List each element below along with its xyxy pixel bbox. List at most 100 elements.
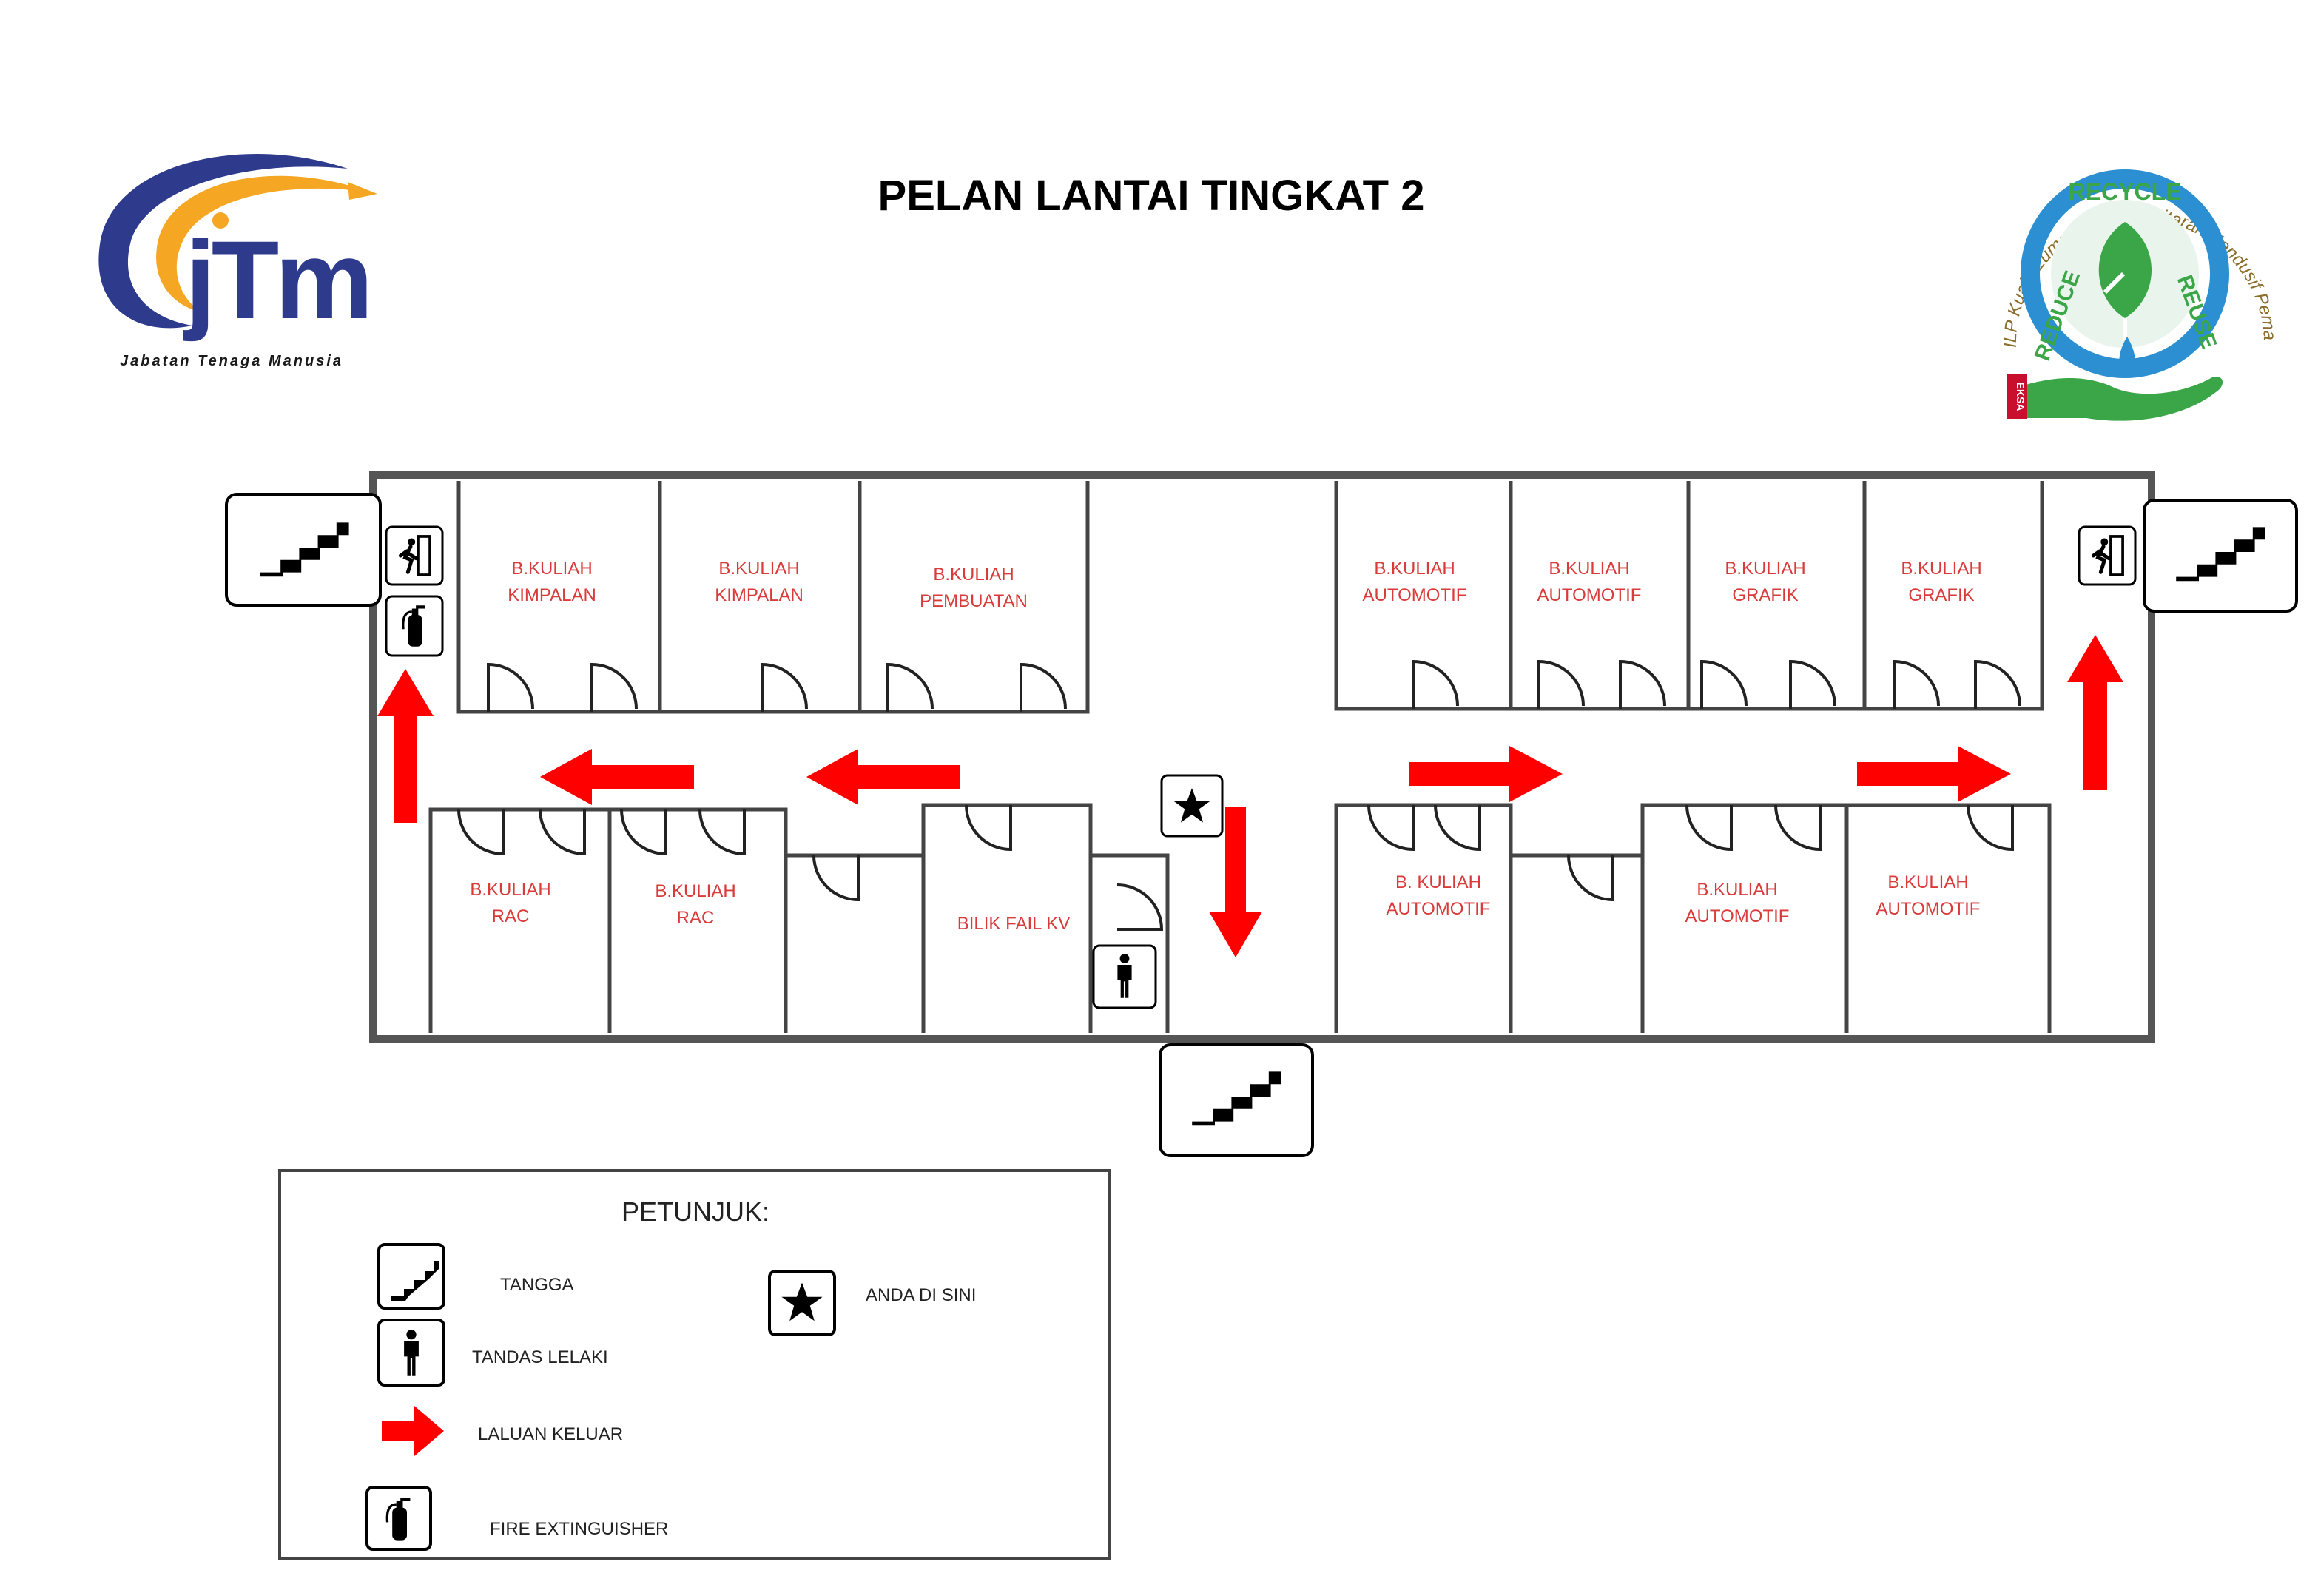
- exit-arrows: [377, 635, 2123, 957]
- legend-you-are-here: ANDA DI SINI: [768, 1270, 976, 1336]
- jtm-dot: [212, 212, 229, 229]
- exit-arrow-right-2: [1857, 746, 2011, 802]
- eco-water-drop-icon: [2119, 337, 2135, 371]
- jtm-swoosh-blue: [98, 153, 348, 329]
- door: [1619, 659, 1666, 709]
- eco-plug-icon: [2103, 272, 2127, 340]
- stairs-left-sign: [225, 493, 382, 607]
- door: [1567, 855, 1614, 902]
- door: [1116, 883, 1164, 931]
- eco-leaf-icon: [2098, 222, 2152, 318]
- eco-recycle: RECYCLE: [2069, 178, 2182, 205]
- legend-exit-route: LALUAN KELUAR: [382, 1406, 623, 1456]
- eco-side-mark-text: EKSA: [2015, 383, 2026, 411]
- door: [1967, 804, 2014, 852]
- building: [369, 471, 2155, 1043]
- eco-hand-icon: [2026, 377, 2223, 421]
- doors-top: [487, 659, 2021, 712]
- stair-signs: [225, 493, 2298, 1157]
- emergency-exit-left: [385, 525, 444, 586]
- door: [1685, 804, 1733, 852]
- wall-bot-small: [784, 853, 926, 1033]
- exit-arrow-up-left: [377, 669, 434, 823]
- door: [1700, 659, 1748, 709]
- door: [812, 855, 860, 902]
- door: [620, 809, 667, 856]
- building-outer-wall: [369, 471, 2155, 1043]
- wall-top3: [858, 481, 1090, 714]
- door: [1789, 659, 1836, 709]
- page-title: PELAN LANTAI TINGKAT 2: [878, 172, 1425, 220]
- wall-toilet: [1088, 853, 1170, 1033]
- stairs-right-sign: [2143, 499, 2298, 613]
- door: [1434, 804, 1481, 852]
- safety-signs: [385, 525, 2137, 1009]
- jtm-caption: Jabatan Tenaga Manusia: [120, 353, 343, 369]
- exit-arrow-right-1: [1409, 746, 1563, 802]
- jtm-swoosh-orange: [156, 175, 370, 312]
- door: [1893, 659, 1940, 709]
- legend-title: PETUNJUK:: [621, 1196, 769, 1227]
- door: [1774, 804, 1822, 852]
- fire-extinguisher-left: [385, 595, 444, 657]
- you-are-here-marker: [1160, 774, 1224, 838]
- eco-side-mark: [2007, 374, 2027, 419]
- stairs-icon: [391, 1261, 439, 1301]
- jtm-logo: jTm Jabatan Tenaga Manusia: [98, 153, 377, 369]
- door: [539, 809, 586, 856]
- door: [1412, 659, 1459, 709]
- top-rooms: [456, 481, 2044, 714]
- door: [761, 662, 808, 712]
- door: [1020, 662, 1067, 712]
- door: [1537, 659, 1585, 709]
- wall-bot6: [1844, 803, 2052, 1033]
- door: [1367, 804, 1415, 852]
- exit-arrow-left-1: [540, 749, 694, 805]
- red-arrow-icon: [382, 1406, 444, 1456]
- emergency-exit-right: [2078, 525, 2137, 586]
- door: [487, 662, 534, 712]
- legend-stairs-label: TANGGA: [500, 1275, 574, 1295]
- door: [886, 662, 934, 712]
- legend-toilet-label: TANDAS LELAKI: [472, 1347, 608, 1367]
- door: [457, 809, 505, 856]
- legend-stairs: TANGGA: [377, 1243, 574, 1310]
- legend: PETUNJUK: TANGGA TANDAS LELAKI LALUAN KE…: [278, 1169, 1111, 1560]
- legend-extinguisher: FIRE EXTINGUISHER: [365, 1486, 668, 1551]
- door: [698, 809, 746, 856]
- door: [590, 662, 638, 712]
- legend-extinguisher-label: FIRE EXTINGUISHER: [490, 1519, 668, 1539]
- jtm-brand: jTm: [183, 218, 369, 342]
- stairs-bottom-sign: [1159, 1043, 1314, 1157]
- wall-bot4: [1334, 803, 1513, 1033]
- doors-bottom: [457, 804, 2014, 931]
- legend-toilet: TANDAS LELAKI: [377, 1319, 608, 1387]
- exit-arrow-left-2: [806, 749, 960, 805]
- bottom-rooms: [428, 803, 2052, 1033]
- door: [1974, 659, 2021, 709]
- exit-arrow-up-right: [2067, 635, 2123, 790]
- room-label-bot3: BILIK FAIL KV: [957, 914, 1071, 934]
- wall-top7: [1862, 481, 2044, 711]
- legend-you-are-here-label: ANDA DI SINI: [866, 1285, 976, 1305]
- toilet-marker: [1092, 944, 1157, 1009]
- door: [965, 804, 1012, 852]
- legend-exit-route-label: LALUAN KELUAR: [478, 1424, 623, 1444]
- exit-arrow-down: [1209, 807, 1262, 957]
- jtm-arrow-tip: [348, 182, 377, 200]
